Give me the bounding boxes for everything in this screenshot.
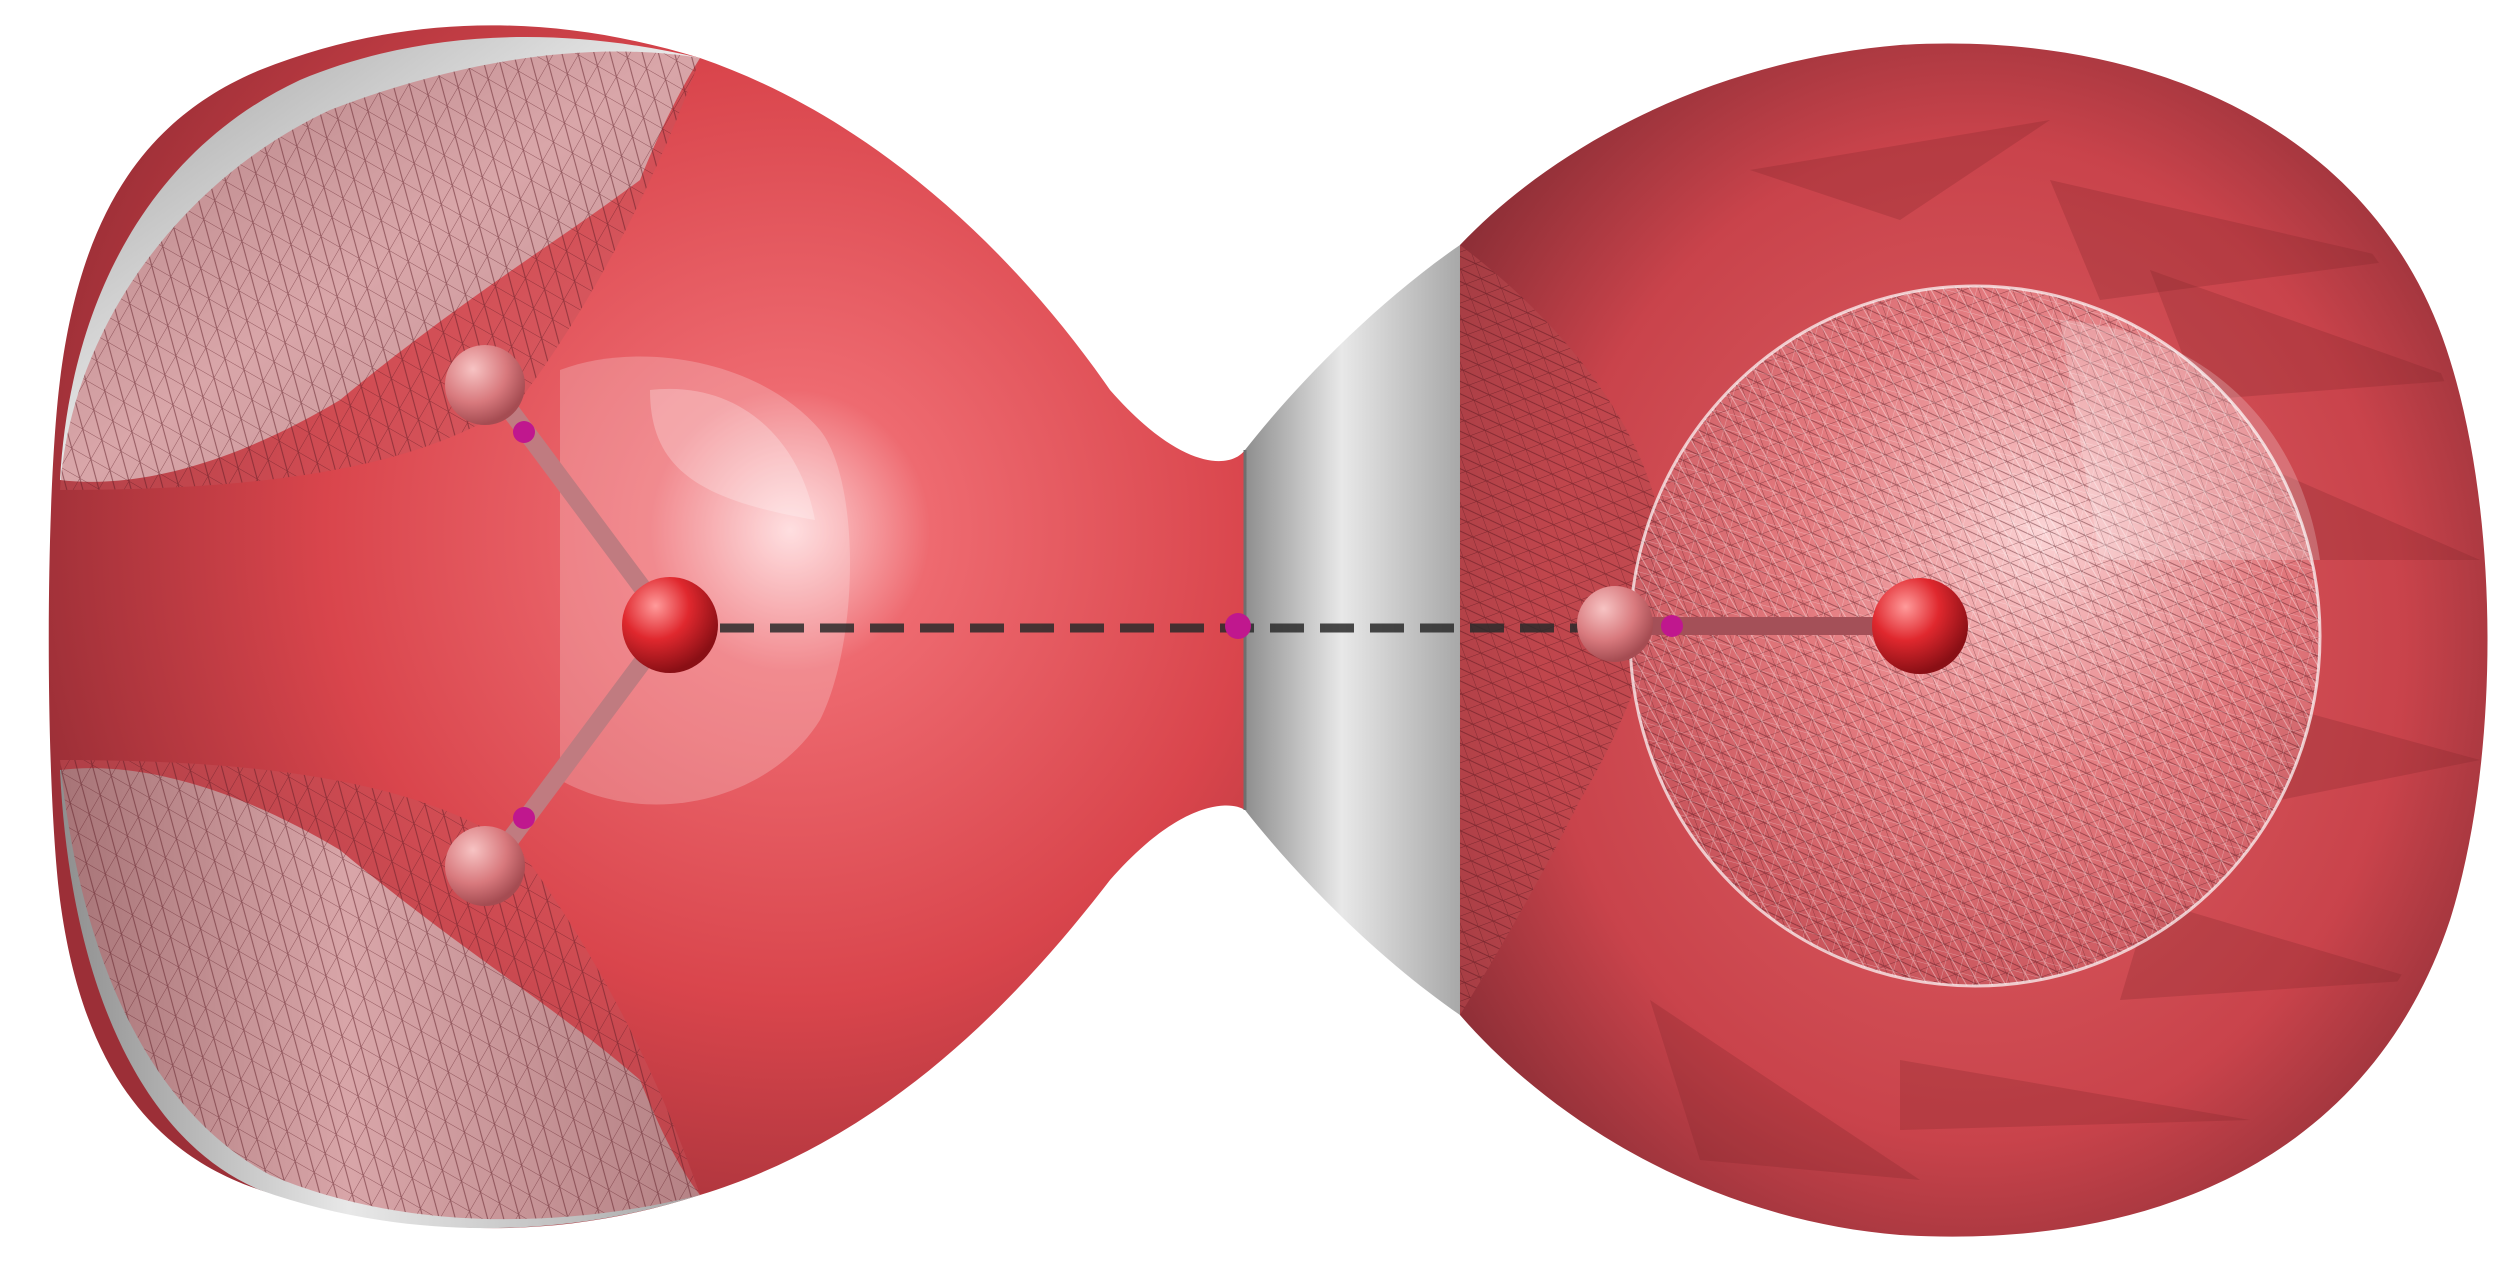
water-molecule-left (445, 345, 718, 906)
oxygen-atom-left (622, 577, 718, 673)
hydrogen-atom-upper (445, 345, 525, 425)
right-heavy-atom (1872, 578, 1968, 674)
right-light-atom (1577, 586, 1653, 662)
wireframe-lobes (60, 51, 700, 1220)
bond-critical-points (513, 421, 1683, 829)
bcp-lower-oh (513, 807, 535, 829)
hydrogen-atom-lower (445, 826, 525, 906)
bcp-hydrogen-bond (1225, 613, 1251, 639)
bcp-upper-oh (513, 421, 535, 443)
bcp-right-bond (1661, 615, 1683, 637)
right-isosurface-lobe (1460, 43, 2488, 1237)
